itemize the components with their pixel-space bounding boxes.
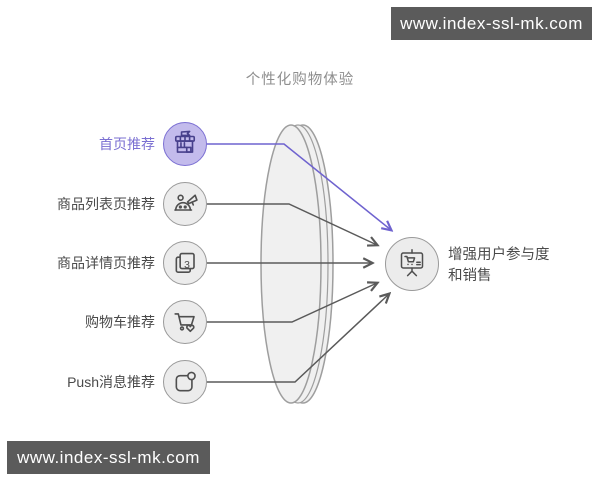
watermark-top: www.index-ssl-mk.com	[391, 7, 592, 40]
diagram-title: 个性化购物体验	[245, 72, 355, 88]
node-list-page	[163, 182, 207, 226]
node-target	[385, 237, 439, 291]
arrow-push	[207, 294, 389, 383]
label-detail-page: 商品详情页推荐	[57, 255, 155, 271]
notification-icon	[175, 371, 196, 392]
node-cart	[163, 300, 207, 344]
label-list-page: 商品列表页推荐	[57, 196, 155, 212]
arrow-list-page	[207, 203, 377, 245]
node-detail-page: 3	[163, 241, 207, 285]
cart-heart-icon	[174, 313, 195, 333]
megaphone-robot-icon	[174, 194, 198, 211]
presentation-cart-icon	[400, 249, 424, 277]
node-push	[163, 360, 207, 404]
storefront-icon	[174, 130, 196, 153]
label-push: Push消息推荐	[67, 374, 155, 390]
label-cart: 购物车推荐	[85, 314, 155, 330]
watermark-bottom: www.index-ssl-mk.com	[7, 441, 210, 474]
label-target: 增强用户参与度和销售	[448, 247, 550, 284]
arrow-cart	[207, 283, 377, 323]
pages-icon: 3	[175, 252, 195, 274]
arrow-homepage	[207, 143, 391, 230]
label-homepage: 首页推荐	[99, 136, 155, 152]
pages-icon-number: 3	[184, 260, 190, 271]
lens-shape	[260, 124, 334, 404]
node-homepage	[163, 122, 207, 166]
